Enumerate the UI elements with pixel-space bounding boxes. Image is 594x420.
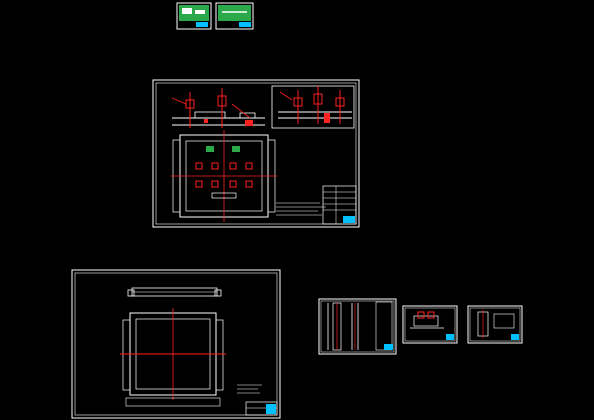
- top-elevation: [127, 287, 222, 297]
- bottom-title-block: [245, 401, 278, 416]
- plan-view: [171, 130, 277, 222]
- foundation-plan: [120, 308, 226, 407]
- notes-block: [276, 202, 326, 216]
- legend-text: [237, 384, 262, 394]
- main-assembly-sheet[interactable]: [152, 79, 360, 228]
- small-sheet-1[interactable]: [318, 298, 397, 355]
- title-block: [322, 185, 357, 225]
- thumbnail-sheet-2[interactable]: [215, 2, 254, 30]
- small-sheet-3[interactable]: [467, 305, 523, 344]
- section-view-left: [171, 88, 265, 128]
- section-view-right: [271, 85, 355, 129]
- thumbnail-sheet-1[interactable]: [176, 2, 212, 30]
- bottom-plan-sheet[interactable]: [71, 269, 281, 419]
- small-sheet-2[interactable]: [402, 305, 458, 344]
